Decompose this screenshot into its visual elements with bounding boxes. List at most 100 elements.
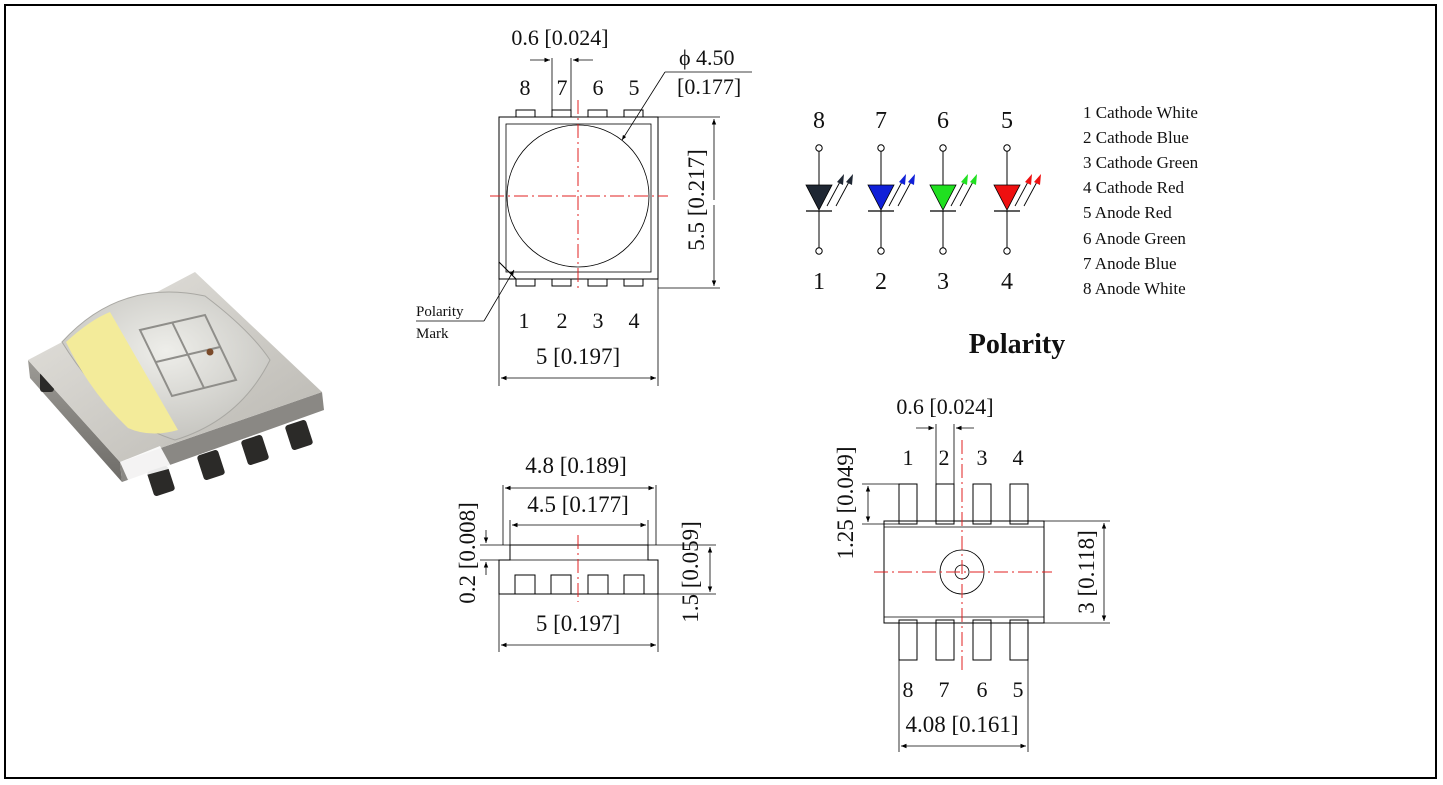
bottom-view-pad — [935, 483, 955, 525]
bottom-view-pin-label: 7 — [939, 677, 950, 702]
top-pin-label: 5 — [629, 75, 640, 100]
emission-line — [1023, 179, 1039, 207]
side-total-height-dim: 1.5 [0.059] — [678, 521, 703, 623]
emission-line — [950, 179, 966, 207]
pin-3-bottom — [587, 278, 608, 287]
pin-7-top — [551, 109, 572, 118]
bottom-pin-label: 1 — [519, 308, 530, 333]
bottom-view-pad — [1009, 483, 1029, 525]
bottom-view-pin-label: 8 — [903, 677, 914, 702]
pin-4-bottom — [623, 278, 644, 287]
polarity-mark-label: Polarity — [416, 304, 464, 320]
led-diode-triangle — [867, 184, 895, 211]
pin-2-bottom — [551, 278, 572, 287]
bottom-view-pad — [898, 483, 918, 525]
bottom-view-pin-label: 5 — [1013, 677, 1024, 702]
side-inner-width-dim: 4.5 [0.177] — [527, 492, 629, 517]
polarity-title: Polarity — [969, 329, 1065, 360]
emission-arrowhead — [837, 174, 844, 185]
emission-line — [897, 179, 913, 207]
bottom-pin-label: 3 — [593, 308, 604, 333]
emission-line — [835, 179, 851, 207]
pin-legend-item: 3 Cathode Green — [1083, 153, 1199, 172]
top-pin-label: 8 — [520, 75, 531, 100]
pin-legend-item: 1 Cathode White — [1083, 103, 1198, 122]
pin-legend: 1 Cathode White 2 Cathode Blue 3 Cathode… — [1083, 103, 1199, 298]
top-width-dim: 5 [0.197] — [536, 344, 620, 369]
emission-line — [826, 179, 842, 207]
pin-8-top — [515, 109, 536, 118]
anode-terminal — [939, 144, 947, 152]
top-view: 0.6 [0.024] 8 7 6 5 1 2 3 4 ϕ 4.50 [0.17… — [416, 25, 752, 386]
emission-arrowhead — [908, 174, 915, 185]
emission-line — [1014, 179, 1030, 207]
side-base-width-dim: 5 [0.197] — [536, 611, 620, 636]
lens-diameter-in: [0.177] — [677, 74, 741, 99]
pin-1-bottom — [515, 278, 536, 287]
bottom-pin-label: 2 — [557, 308, 568, 333]
led-diode-triangle — [805, 184, 833, 211]
anode-terminal — [1003, 144, 1011, 152]
bottom-view-pad — [898, 619, 918, 661]
bottom-view-pad — [972, 619, 992, 661]
cathode-terminal — [877, 247, 885, 255]
side-pad — [514, 574, 536, 595]
bottom-view-pin-label: 4 — [1013, 445, 1024, 470]
top-pin-label: 7 — [557, 75, 568, 100]
emission-line — [959, 179, 975, 207]
side-pad — [623, 574, 645, 595]
led-diode-triangle — [929, 184, 957, 211]
bottom-view-pin-label: 3 — [977, 445, 988, 470]
top-pin-label: 6 — [593, 75, 604, 100]
bottom-view-pad — [935, 619, 955, 661]
bottom-view-pad — [972, 483, 992, 525]
emission-arrowhead — [1034, 174, 1041, 185]
anode-pin-number: 5 — [1001, 108, 1013, 134]
anode-terminal — [815, 144, 823, 152]
emission-arrowhead — [970, 174, 977, 185]
pin-legend-item: 4 Cathode Red — [1083, 178, 1185, 197]
side-pad — [587, 574, 609, 595]
cathode-pin-number: 1 — [813, 269, 825, 295]
side-step-height-dim: 0.2 [0.008] — [455, 502, 480, 604]
bottom-view: 1 2 3 4 8 7 6 5 0.6 [0.024] 1.25 [0.049]… — [833, 394, 1110, 752]
phi-symbol: ϕ — [679, 45, 691, 70]
side-pad — [550, 574, 572, 595]
cathode-terminal — [939, 247, 947, 255]
cathode-pin-number: 3 — [937, 269, 949, 295]
anode-pin-number: 6 — [937, 108, 949, 134]
cathode-terminal — [815, 247, 823, 255]
anode-pin-number: 8 — [813, 108, 825, 134]
side-view: 4.8 [0.189] 4.5 [0.177] 0.2 [0.008] 1.5 … — [455, 453, 716, 652]
bottom-pin-label: 4 — [629, 308, 640, 333]
pin-legend-item: 8 Anode White — [1083, 279, 1186, 298]
bottom-pad-span-dim: 4.08 [0.161] — [905, 712, 1018, 737]
bottom-pad-height-dim: 1.25 [0.049] — [833, 446, 858, 559]
emission-line — [888, 179, 904, 207]
anode-terminal — [877, 144, 885, 152]
pin-6-top — [587, 109, 608, 118]
lens-diameter-mm: 4.50 — [696, 45, 735, 70]
anode-pin-number: 7 — [875, 108, 887, 134]
emission-arrowhead — [899, 174, 906, 185]
cathode-pin-number: 2 — [875, 269, 887, 295]
led-package-photo — [28, 272, 324, 496]
emission-arrowhead — [846, 174, 853, 185]
bottom-view-pin-label: 2 — [939, 445, 950, 470]
pin-legend-item: 7 Anode Blue — [1083, 254, 1177, 273]
pin-legend-item: 5 Anode Red — [1083, 203, 1172, 222]
pin-legend-item: 2 Cathode Blue — [1083, 128, 1189, 147]
bottom-body-height-dim: 3 [0.118] — [1074, 530, 1099, 613]
polarity-mark-label: Mark — [416, 326, 449, 342]
top-pitch-dim: 0.6 [0.024] — [511, 25, 608, 50]
bottom-pitch-dim: 0.6 [0.024] — [896, 394, 993, 419]
top-height-dim: 5.5 [0.217] — [684, 149, 709, 251]
bottom-view-pin-label: 6 — [977, 677, 988, 702]
led-diode-triangle — [993, 184, 1021, 211]
emission-arrowhead — [961, 174, 968, 185]
side-outer-width-dim: 4.8 [0.189] — [525, 453, 627, 478]
drawing-frame — [4, 4, 1437, 779]
pin-legend-item: 6 Anode Green — [1083, 229, 1186, 248]
